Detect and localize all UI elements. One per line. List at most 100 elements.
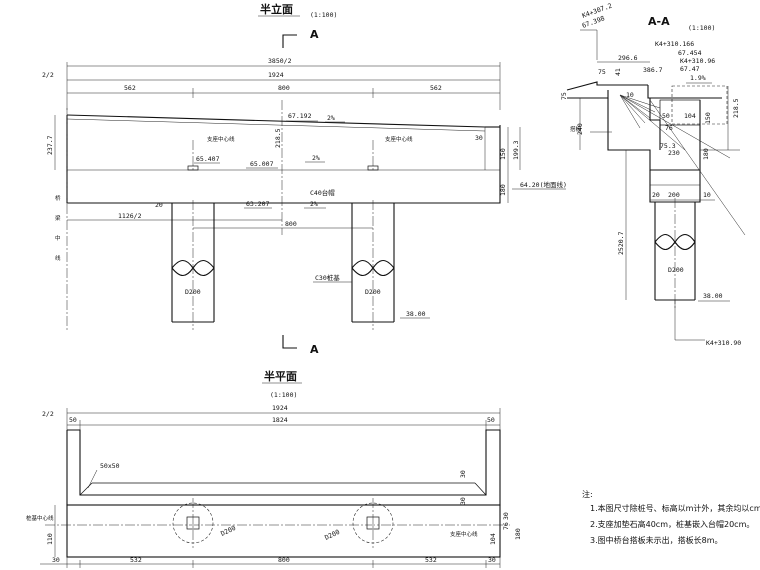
dim-150-aa: 150 <box>704 112 712 124</box>
dim-104: 104 <box>684 112 696 120</box>
elevation-scale: (1:100) <box>310 11 337 19</box>
rebar-line <box>619 94 646 124</box>
station-right: K4+310.96 <box>680 57 715 65</box>
dim-75-3: 75.3 <box>660 142 676 150</box>
plan-view: 半平面 (1:100) 2/2 1924 1824 50 50 50x50 桩基… <box>26 369 522 568</box>
elev-mid: 67.454 <box>678 49 702 57</box>
station-mid: K4+310.166 <box>655 40 694 48</box>
cap-top-slope-inner <box>66 118 486 132</box>
dim-41: 41 <box>614 68 622 76</box>
dim-10b: 10 <box>703 191 711 199</box>
elev-cap-bottom: 63.207 <box>246 200 270 208</box>
plan-chamfer: 50x50 <box>100 462 120 470</box>
dim-total-width: 3850/2 <box>268 57 292 65</box>
plan-dim-30-right: 30 <box>502 512 510 520</box>
pile-aa: D200 <box>654 198 696 308</box>
section-title: A-A <box>648 15 670 28</box>
section-scale: (1:100) <box>688 24 715 32</box>
plan-backwall <box>66 429 501 506</box>
dim-218: 218.5 <box>274 128 282 148</box>
dim-230: 230 <box>668 149 680 157</box>
dim-seg-left: 562 <box>124 84 136 92</box>
plan-scale: (1:100) <box>270 391 297 399</box>
dim-20: 20 <box>155 201 163 209</box>
plan-bottom-30-r: 30 <box>488 556 496 564</box>
pile-concrete: C30桩基 <box>315 273 340 282</box>
plan-chamfer-leader <box>87 469 98 489</box>
cap-top-aa <box>647 85 722 99</box>
slope-aa: 1.9% <box>690 74 706 82</box>
pile-dia-left: D200 <box>185 288 201 296</box>
plan-bearing-label-right: 支座中心线 <box>450 530 478 538</box>
plan-bearing-label: 桩基中心线 <box>26 514 54 522</box>
dim-seg-mid: 800 <box>278 84 290 92</box>
bridge-center-2: 梁 <box>55 214 61 222</box>
bridge-center-3: 中 <box>55 234 61 242</box>
slope-line <box>649 99 746 236</box>
dim-10: 10 <box>626 91 634 99</box>
concrete-cap: C40台帽 <box>310 188 335 197</box>
section-mark-top: A <box>310 28 319 41</box>
approach-slab <box>566 81 648 91</box>
dim-296: 296.6 <box>618 54 638 62</box>
bearing-label-left: 支座中心线 <box>207 135 235 143</box>
dim-199: 199.3 <box>512 140 520 160</box>
pile-dia-right: D200 <box>365 288 381 296</box>
pile-right: D200 <box>351 200 395 330</box>
plan-title: 半平面 <box>264 369 297 383</box>
note-line-2: 2.支座加垫石高40cm，桩基嵌入台帽20cm。 <box>590 519 754 529</box>
rebar-line <box>619 94 651 119</box>
plan-bottom-532-r: 532 <box>425 556 437 564</box>
bridge-center-1: 桥 <box>55 194 61 202</box>
elev-right: 67.47 <box>680 65 700 73</box>
dim-1126: 1126/2 <box>118 212 142 220</box>
dim-pile-spacing: 800 <box>285 220 297 228</box>
station-bottom-leader <box>674 300 705 341</box>
plan-chamfer-right <box>474 482 487 496</box>
elev-bearing-left: 65.407 <box>196 155 220 163</box>
plan-dim-180: 180 <box>514 528 522 540</box>
dim-30: 30 <box>475 134 483 142</box>
elevation-title: 半立面 <box>260 2 293 16</box>
plan-dim-30-a: 30 <box>459 497 467 505</box>
pile-dia-aa: D200 <box>668 266 684 274</box>
pile-left: D200 <box>171 200 215 330</box>
plan-edge-left: 50 <box>69 416 77 424</box>
plan-cap-bottom <box>66 504 501 558</box>
cap-top-slope <box>66 114 486 128</box>
dim-180: 180 <box>499 184 507 196</box>
backwall-aa <box>649 98 661 150</box>
bearing-label-right: 支座中心线 <box>385 135 413 143</box>
rebar-line <box>619 94 731 159</box>
plan-bottom-532-l: 532 <box>130 556 142 564</box>
dim-seg-right: 562 <box>430 84 442 92</box>
dim-75: 75 <box>598 68 606 76</box>
dim-237: 237.7 <box>46 135 54 155</box>
station-top-leader <box>580 29 598 60</box>
bearing-pad-left <box>187 165 199 171</box>
plan-pile-dia-left: D200 <box>219 524 237 538</box>
cap-beam-aa <box>607 98 701 171</box>
plan-dim-76: 76 <box>502 522 510 530</box>
rebar-line <box>619 94 656 113</box>
plan-dim-110: 110 <box>46 533 54 545</box>
approach-slab-bottom <box>567 90 609 99</box>
plan-inner-width: 1824 <box>272 416 288 424</box>
slope-top: 2% <box>327 114 335 122</box>
dim-386: 386.7 <box>643 66 663 74</box>
note-line-3: 3.图中桥台搭板未示出，搭板长8m。 <box>590 535 723 545</box>
bridge-center-4: 线 <box>55 254 61 262</box>
section-view: A-A (1:100) K4+307.2 67.398 K4+310.166 6… <box>560 2 746 347</box>
elev-top: 67.192 <box>288 112 312 120</box>
plan-dim-30-b: 30 <box>459 470 467 478</box>
section-mark-bottom: A <box>310 343 319 356</box>
dim-50: 50 <box>662 112 670 120</box>
dim-150: 150 <box>499 148 507 160</box>
plan-cap-width: 1924 <box>272 404 288 412</box>
dim-2520: 2520.7 <box>617 231 625 255</box>
dim-200-aa: 200 <box>668 191 680 199</box>
elev-bearing-mid: 65.007 <box>250 160 274 168</box>
elevation-view: 半立面 (1:100) A A 3850/2 2/2 1924 562 800 … <box>42 2 567 356</box>
dim-cap-width: 1924 <box>268 71 284 79</box>
rebar-line <box>619 94 641 129</box>
